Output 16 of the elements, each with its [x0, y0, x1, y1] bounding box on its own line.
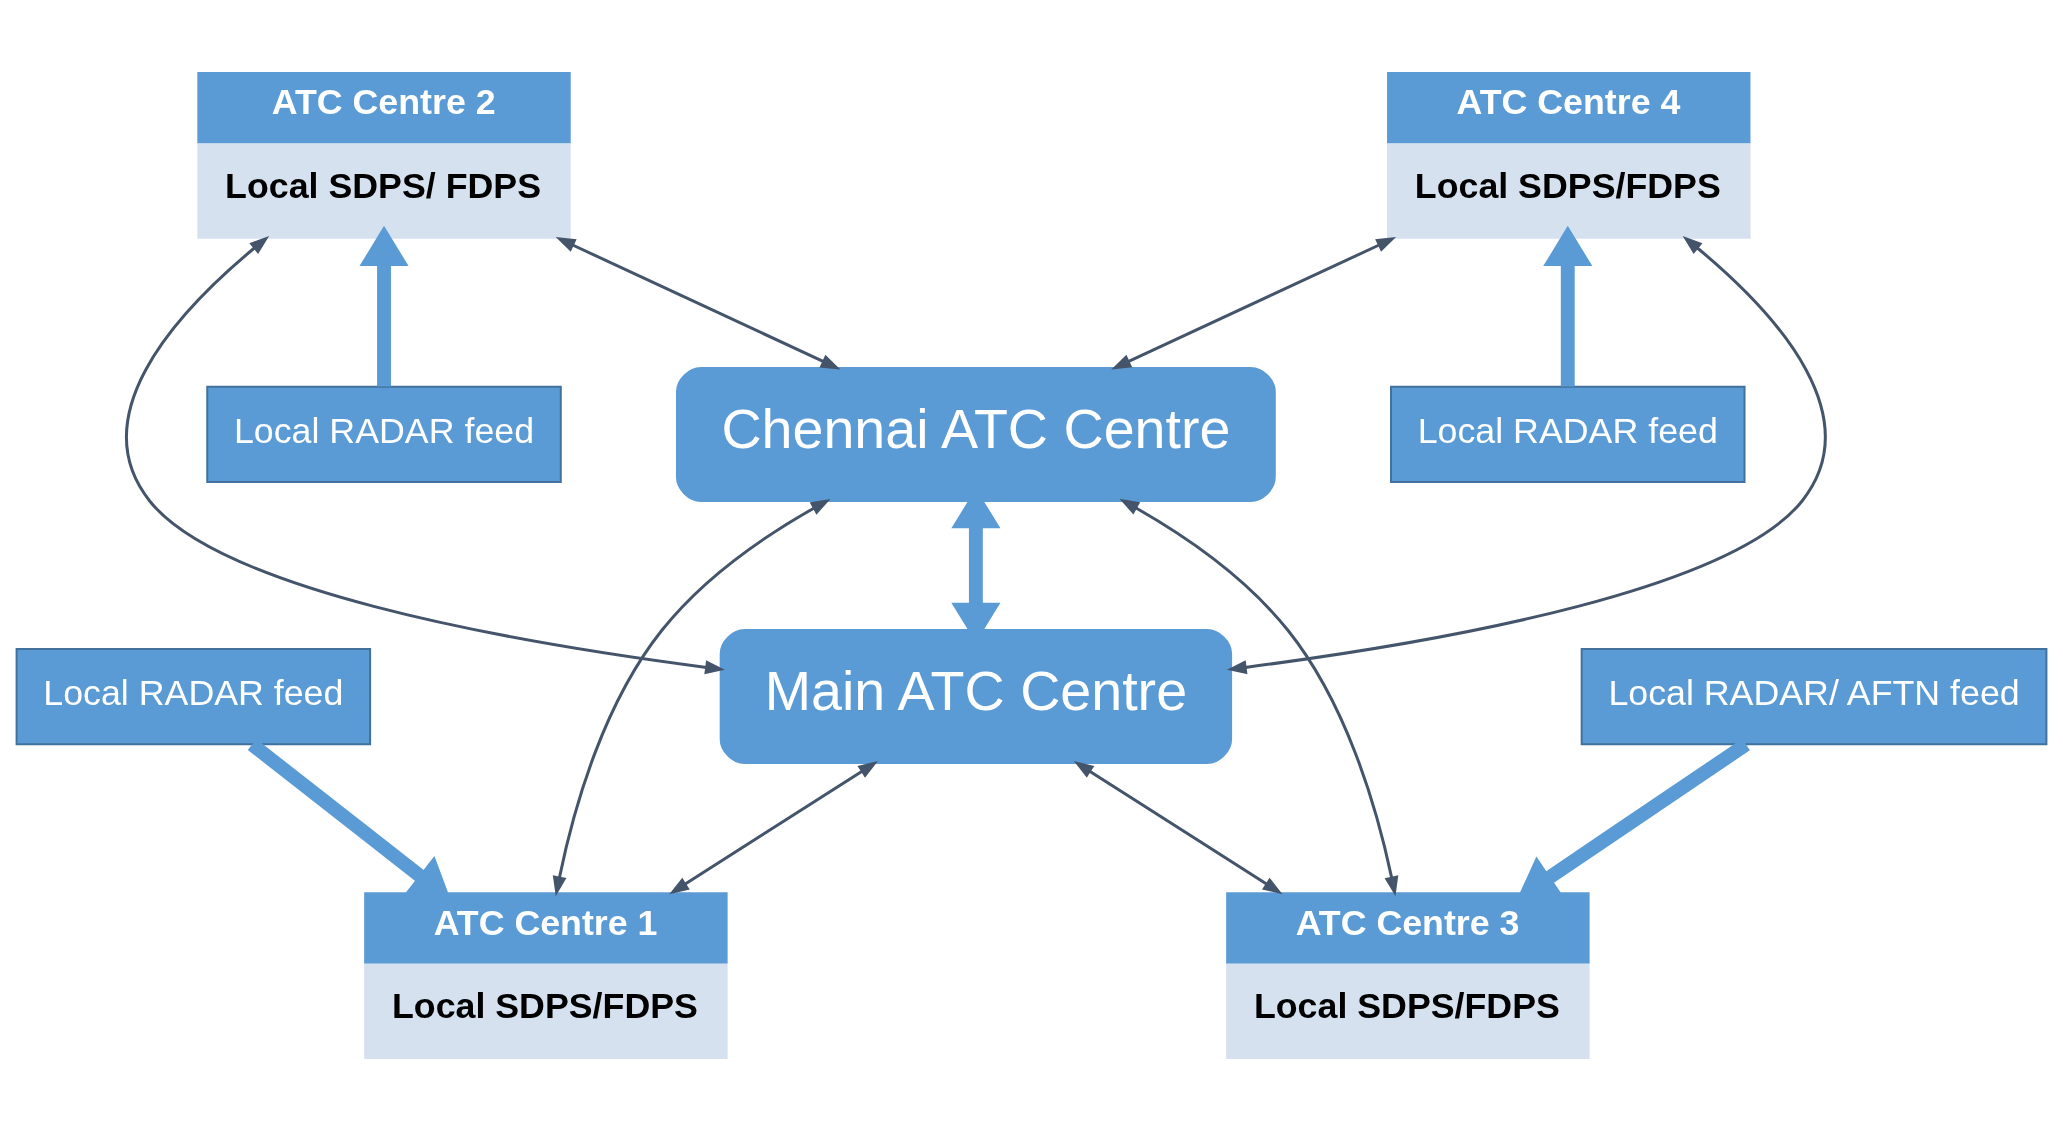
arrow [125, 235, 725, 674]
arrow [1543, 225, 1593, 386]
arrow [1111, 236, 1397, 369]
arrow [1226, 235, 1827, 674]
node-box: Local RADAR/ AFTN feed [1580, 647, 2048, 745]
arrow [669, 760, 878, 894]
node-box: Local RADAR feed [1390, 385, 1746, 483]
node-box: Local RADAR feed [206, 385, 562, 483]
node-box: Main ATC Centre [719, 628, 1233, 764]
node-box: Chennai ATC Centre [675, 366, 1276, 502]
arrow [359, 225, 409, 386]
node-box: Local RADAR feed [15, 647, 372, 745]
arrow [555, 236, 841, 369]
arrow [1073, 760, 1283, 894]
arrow [552, 498, 831, 896]
arrow [1119, 498, 1399, 896]
